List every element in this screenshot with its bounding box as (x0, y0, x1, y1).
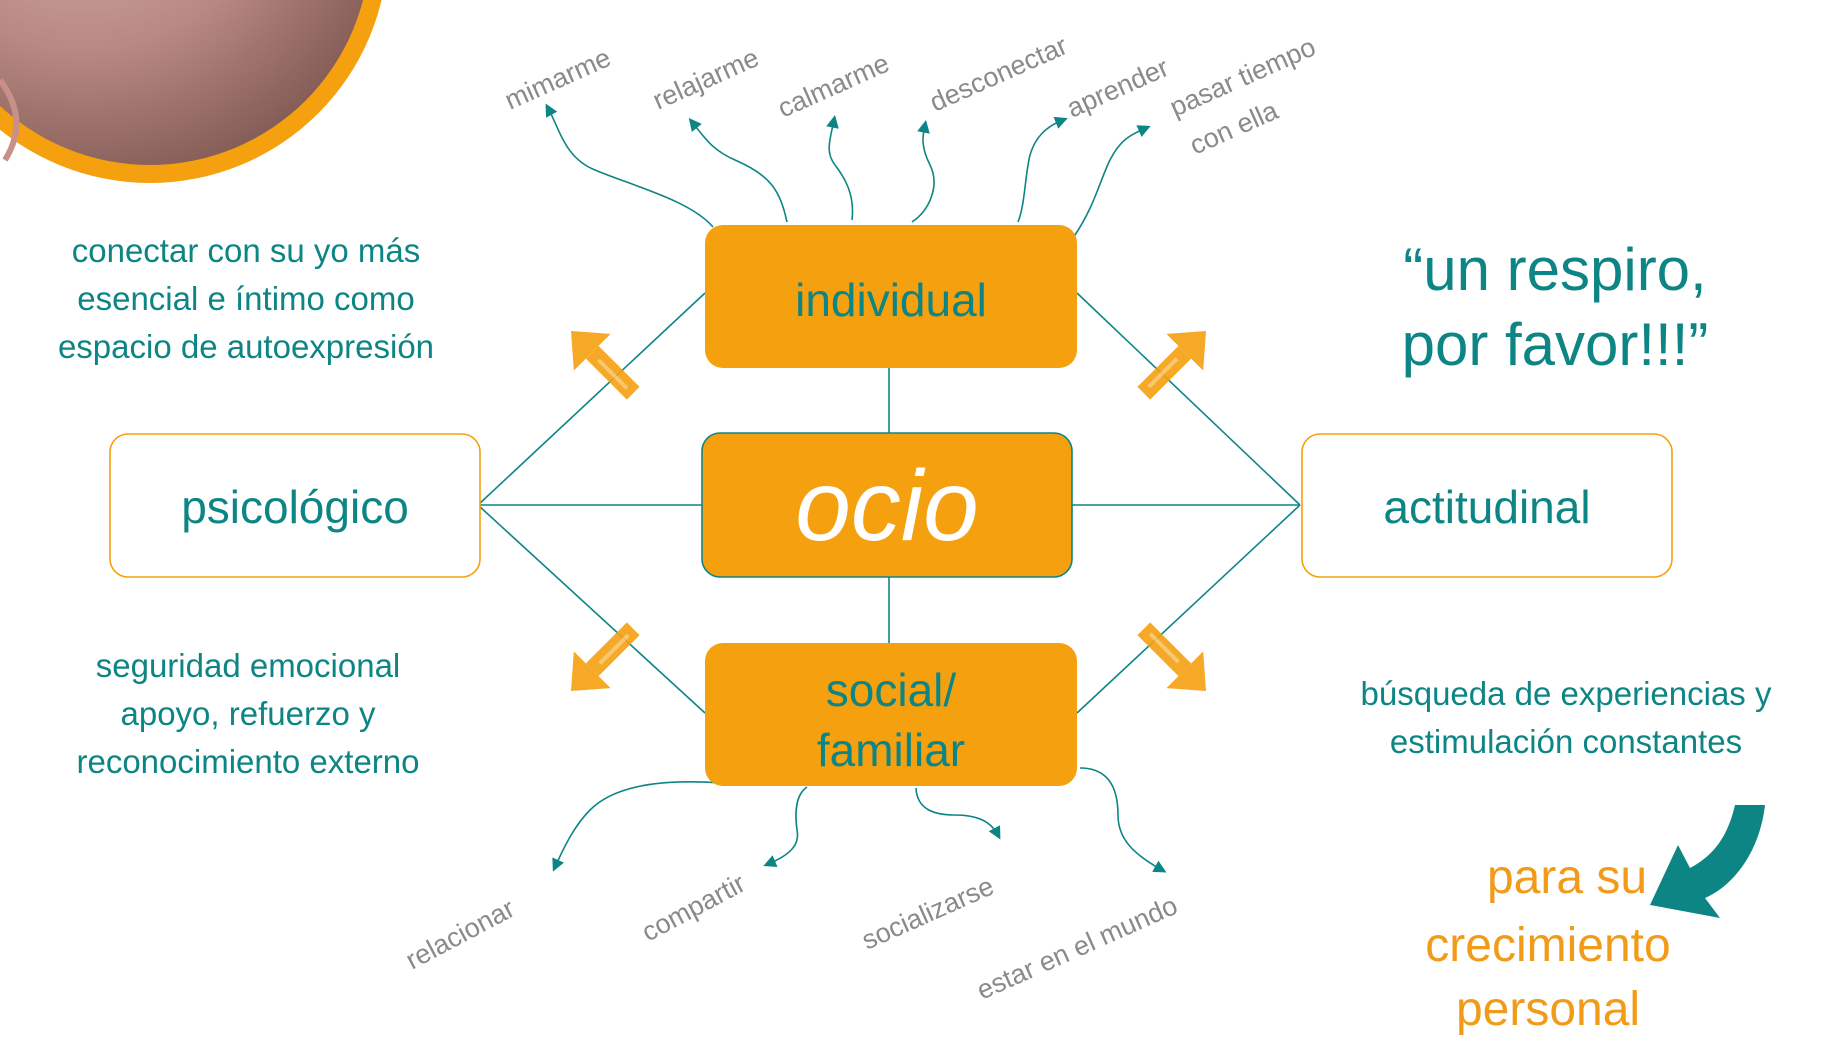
node-top-box (705, 225, 1077, 368)
need-desconectar: desconectar (925, 30, 1072, 117)
node-right-label: actitudinal (1383, 481, 1590, 533)
need-estar-en-el-mundo: estar en el mundo (972, 890, 1182, 1005)
need-relacionar: relacionar (401, 893, 520, 975)
arrow-downleft (570, 622, 640, 692)
arrow-upleft (570, 330, 640, 400)
desc-bottom-left-line: reconocimiento externo (76, 743, 419, 780)
desc-bottom-right: búsqueda de experiencias y estimulación … (1361, 675, 1772, 760)
outcome-line: personal (1456, 983, 1640, 1036)
node-center-box (701, 432, 1073, 578)
outcome: para su crecimiento personal (1425, 851, 1670, 1036)
node-top-label: individual (795, 274, 987, 326)
need-socializarse: socializarse (857, 871, 998, 956)
need-compartir: compartir (637, 868, 750, 947)
node-bottom-label-2: familiar (817, 724, 965, 776)
node-bottom-box (705, 643, 1077, 786)
desc-bottom-left-line: seguridad emocional (96, 647, 401, 684)
need-calmarme: calmarme (773, 48, 893, 124)
bottom-need-arrows (552, 767, 1167, 873)
node-bottom-label-1: social/ (826, 664, 957, 716)
node-left-box (109, 433, 481, 578)
desc-bottom-left-line: apoyo, refuerzo y (121, 695, 376, 732)
desc-top-left-line: conectar con su yo más (72, 232, 421, 269)
outcome-line: para su (1487, 851, 1647, 904)
need-aprender: aprender (1062, 52, 1173, 123)
desc-bottom-right-line: estimulación constantes (1390, 723, 1742, 760)
top-need-labels: mimarme relajarme calmarme desconectar a… (500, 30, 1320, 160)
quote: “un respiro, por favor!!!” (1402, 236, 1709, 378)
desc-top-left: conectar con su yo más esencial e íntimo… (58, 232, 434, 365)
quote-line: “un respiro, (1403, 236, 1706, 303)
node-left-label: psicológico (181, 481, 409, 533)
desc-top-left-line: espacio de autoexpresión (58, 328, 434, 365)
node-right-box (1301, 433, 1673, 578)
bottom-need-labels: relacionar compartir socializarse estar … (401, 868, 1182, 1006)
photo-circle (0, 0, 382, 183)
need-relajarme: relajarme (648, 42, 763, 115)
desc-bottom-left: seguridad emocional apoyo, refuerzo y re… (76, 647, 419, 780)
need-mimarme: mimarme (500, 42, 615, 115)
top-need-arrows (545, 103, 1151, 236)
desc-top-left-line: esencial e íntimo como (77, 280, 415, 317)
arrow-upright (1137, 330, 1207, 400)
orange-brush-arrows (570, 330, 1207, 692)
node-center-label: ocio (795, 450, 978, 562)
outcome-arrow-icon (1650, 805, 1765, 918)
arrow-downright (1137, 622, 1207, 692)
connector-lines (477, 292, 1301, 714)
outcome-line: crecimiento (1425, 919, 1670, 972)
desc-bottom-right-line: búsqueda de experiencias y (1361, 675, 1772, 712)
quote-line: por favor!!!” (1402, 311, 1709, 378)
